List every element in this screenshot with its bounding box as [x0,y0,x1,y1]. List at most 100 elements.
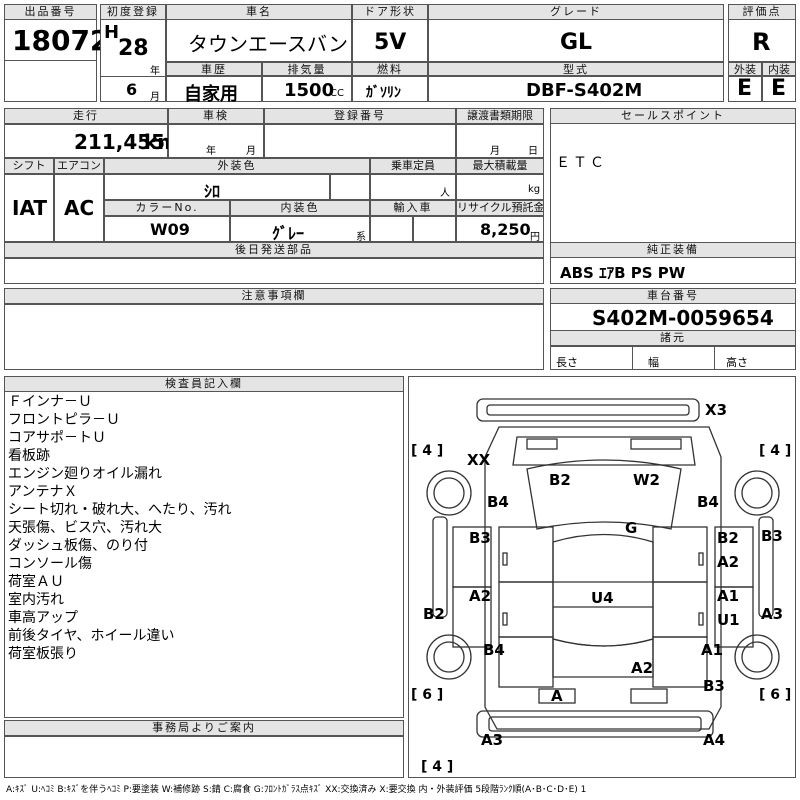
score-label: 評価点 [728,4,796,20]
mark-x3: X3 [705,401,727,419]
history: 自家用 [184,84,238,105]
mark-b3-rear: B3 [703,677,725,695]
mark-a3-bumper: A3 [481,731,503,749]
inspector-note: 看板跡 [8,448,50,464]
inspector-note: シート切れ・破れ大、へたり、汚れ [8,502,232,518]
mark-w2: W2 [633,471,660,489]
inspector-note: 前後タイヤ、ホイール違い [8,628,175,644]
reg-number-label: 登録番号 [264,108,456,124]
mileage: 211,455 [74,130,166,154]
grade-label: グレード [428,4,724,20]
ac: AC [64,196,95,220]
recycle-unit: 円 [530,232,540,243]
displacement: 1500 [284,80,335,101]
reg-month-unit: 月 [150,92,160,103]
inspector-note: 荷室板張り [8,646,78,662]
model-code: DBF-S402M [526,80,643,101]
color-no: W09 [150,220,190,239]
mark-tire-spare: [ 4 ] [421,759,453,775]
mark-a1-rr: A1 [701,641,723,659]
displacement-label: 排気量 [262,62,352,76]
reg-month: 6 [126,80,138,99]
office-label: 事務局よりご案内 [4,720,404,736]
mileage-label: 走行 [4,108,168,124]
notes-label: 注意事項欄 [4,288,544,304]
width-label: 幅 [648,356,659,369]
door-label: ドア形状 [352,4,428,20]
mark-a2-r: A2 [717,553,739,571]
mark-a3-r: A3 [761,605,783,623]
capacity-label: 乗車定員 [370,158,456,174]
mark-a4-bumper: A4 [703,731,725,749]
model-label: 型式 [428,62,724,76]
mark-b4-lr: B4 [483,641,505,659]
legend: A:ｷｽﾞ U:ﾍｺﾐ B:ｷｽﾞを伴うﾍｺﾐ P:要塗装 W:補修跡 S:錆 … [6,785,587,795]
max-load-unit: kg [528,184,541,195]
mark-b4-lf: B4 [487,493,509,511]
inspector-label: 検査員記入欄 [4,376,404,392]
mark-tire-rr: [ 6 ] [759,687,791,703]
mark-b3-rr: B3 [761,527,783,545]
lot-number-cell [4,4,97,102]
genuine-equipment: ABS ｴｱB PS PW [560,264,686,282]
inspector-note: 室内汚れ [8,592,64,608]
capacity-unit: 人 [440,188,450,199]
reg-year: 28 [118,36,149,61]
inspector-note: コンソール傷 [8,556,92,572]
lot-number-label: 出品番号 [4,4,97,20]
mark-tire-fr: [ 4 ] [759,443,791,459]
mark-a1-r: A1 [717,587,739,605]
int-color: ｸﾞﾚｰ [272,224,305,243]
recycle-label: リサイクル預託金 [456,200,544,216]
mark-b3-l: B3 [469,529,491,547]
inspection-month-unit: 月 [246,146,256,157]
chassis-label: 車台番号 [550,288,796,304]
inspector-note: アンテナＸ [8,484,78,500]
int-color-suffix: 系 [356,232,366,243]
mark-xx: XX [467,451,491,469]
shift: IAT [12,196,48,220]
overall-score: R [752,28,771,56]
int-score: E [771,76,787,101]
transfer-month-unit: 月 [490,146,500,157]
inspection-year-unit: 年 [206,146,216,157]
mark-b2-l: B2 [423,605,445,623]
first-registration-label: 初度登録 [100,4,166,20]
ext-color-label: 外装色 [104,158,370,174]
history-label: 車歴 [166,62,262,76]
color-no-label: カラーNo. [104,200,230,216]
inspector-box [4,376,404,718]
transfer-doc-label: 譲渡書類期限 [456,108,544,124]
import-label: 輸入車 [370,200,456,216]
int-score-label: 内装 [762,62,796,76]
car-name-label: 車名 [166,4,352,20]
later-parts-label: 後日発送部品 [4,242,544,258]
mark-b2-hood: B2 [549,471,571,489]
recycle-fee: 8,250 [480,220,531,239]
mark-g: G [625,519,637,537]
genuine-label: 純正装備 [550,242,796,258]
door-type: 5V [374,30,407,55]
inspection-label: 車検 [168,108,264,124]
displacement-unit: CC [330,88,344,99]
first-registration-cell [100,4,166,102]
ext-score-label: 外装 [728,62,762,76]
transfer-day-unit: 日 [528,146,538,157]
later-parts-box [4,258,544,284]
inspector-note: コアサポ－トＵ [8,430,106,446]
inspector-note: 荷室ＡＵ [8,574,64,590]
inspector-note: Ｆインナ－Ｕ [8,394,92,410]
int-color-label: 内装色 [230,200,370,216]
inspector-note: 天張傷、ビス穴、汚れ大 [8,520,162,536]
damage-diagram: X3 [ 4 ] [ 4 ] XX B2 W2 B4 B4 G B3 B2 B3… [408,376,796,778]
shift-label: シフト [4,158,54,174]
mark-u4: U4 [591,589,614,607]
mark-a2-l: A2 [469,587,491,605]
ext-color: ｼﾛ [204,182,221,201]
ext-score: E [737,76,753,101]
length-label: 長さ [556,356,578,369]
sales-points: ＥＴＣ [556,155,607,171]
fuel-label: 燃料 [352,62,428,76]
notes-box [4,304,544,370]
